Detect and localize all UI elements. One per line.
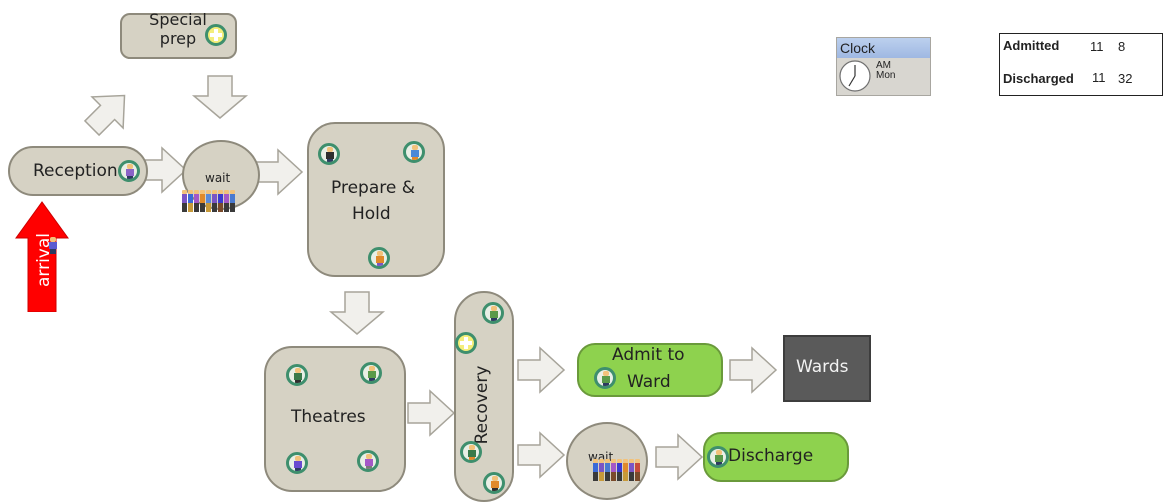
discharged-value-a: 11 <box>1092 70 1106 85</box>
flow-arrow-icon <box>255 149 303 195</box>
patient-icon <box>707 446 729 468</box>
flow-arrow-icon <box>193 75 247 119</box>
stats-panel <box>999 33 1163 96</box>
patient-icon <box>118 160 140 182</box>
patient-icon <box>286 452 308 474</box>
flow-arrow-icon <box>517 347 565 393</box>
reception-label: Reception <box>33 161 118 181</box>
wait-bottom-queue <box>593 459 640 481</box>
arrival-arrow[interactable] <box>14 200 70 312</box>
patient-icon <box>403 141 425 163</box>
discharged-value-b: 32 <box>1118 71 1133 86</box>
patient-icon <box>368 247 390 269</box>
theatres-label: Theatres <box>291 407 366 427</box>
wards-label: Wards <box>796 357 849 377</box>
prepare-hold-label-1: Prepare & <box>331 178 415 198</box>
flow-arrow-icon <box>83 94 126 137</box>
admitted-label: Admitted <box>1003 38 1060 53</box>
flow-arrow-icon <box>407 390 455 436</box>
flow-arrow-icon <box>655 434 703 480</box>
patient-icon <box>286 364 308 386</box>
patient-icon <box>360 362 382 384</box>
admit-label-1: Admit to <box>612 345 685 365</box>
discharge-label: Discharge <box>728 446 814 466</box>
plus-token-icon <box>205 24 227 46</box>
flow-arrow-icon <box>729 347 777 393</box>
patient-icon <box>594 367 616 389</box>
clock-title-bar <box>837 38 930 58</box>
patient-icon <box>483 472 505 494</box>
special-prep-label: Special prep <box>149 10 207 48</box>
patient-icon <box>482 302 504 324</box>
prepare-hold-label-2: Hold <box>352 204 391 224</box>
admit-label-2: Ward <box>627 372 671 392</box>
clock-day: Mon <box>876 70 896 81</box>
flow-arrow-icon <box>517 432 565 478</box>
patient-icon <box>357 450 379 472</box>
patient-icon <box>460 441 482 463</box>
patient-icon <box>318 143 340 165</box>
recovery-node[interactable] <box>454 291 514 502</box>
admitted-value-a: 11 <box>1090 39 1104 54</box>
clock-face-icon <box>839 60 871 92</box>
admitted-value-b: 8 <box>1118 39 1126 54</box>
wait-top-queue <box>182 190 235 212</box>
plus-token-icon <box>455 332 477 354</box>
wards-node[interactable] <box>783 335 871 402</box>
patient-icon <box>44 236 62 258</box>
recovery-label: Recovery <box>472 365 492 445</box>
clock-title: Clock <box>840 40 876 56</box>
wait-top-label: wait <box>205 171 231 185</box>
discharged-label: Discharged <box>1003 71 1074 86</box>
flow-arrow-icon <box>330 291 384 335</box>
clock-ampm: AM <box>876 60 891 71</box>
